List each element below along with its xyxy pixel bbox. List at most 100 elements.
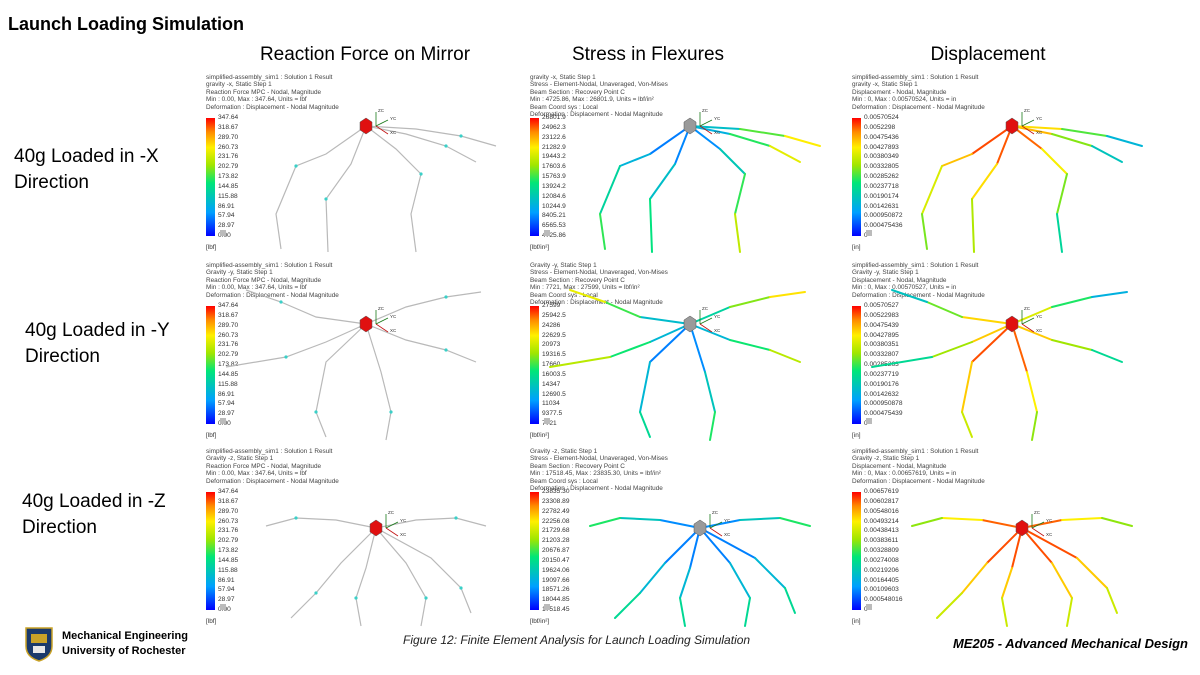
reaction-node-marker [314,591,318,595]
legend-tick-label: 202.79 [218,537,239,545]
flexure-beam-segment [699,527,756,559]
flexure-beam-segment [986,527,1023,564]
legend-tick-label: 231.76 [218,341,239,349]
view-triad-icon [220,418,226,424]
legend-tick-label: 28.97 [218,410,235,418]
legend-tick-label: 28.97 [218,222,235,230]
flexure-beam-segment [971,323,1013,343]
flexure-beam-segment [961,411,973,438]
legend-tick-label: 8405.21 [542,212,566,220]
panel-header-line: Min : 4725.86, Max : 26801.9, Units = lb… [530,96,654,104]
flexure-beam-segment [769,349,801,363]
legend-unit: [in] [852,618,861,625]
color-legend-bar [530,118,539,236]
coordinate-axis-label: XC [1036,328,1043,333]
legend-tick-label: 0.00438413 [864,527,899,535]
reaction-node-marker [444,348,448,352]
flexure-beam-segment [619,517,661,521]
flexure-beam-segment [891,289,928,303]
coordinate-axis-xc [1021,125,1035,135]
coordinate-axis-label: ZC [1034,510,1041,515]
flexure-beam-segment [1011,323,1053,341]
reaction-node-marker [459,134,463,138]
flexure-beam-segment [1091,349,1123,363]
panel-header-line: Reaction Force MPC - Nodal, Magnitude [206,462,322,470]
view-triad-icon [544,230,550,236]
legend-tick-label: 27599 [542,302,561,309]
flexure-beam [365,125,477,163]
coordinate-axis-label: XC [724,532,731,537]
coordinate-axis-xc [699,323,713,333]
legend-tick-label: 0.00328809 [864,547,899,554]
flexure-beam-segment [1056,173,1068,215]
row-label-y: 40g Loaded in -Y Direction [25,318,170,370]
column-header-reaction-force: Reaction Force on Mirror [259,44,471,65]
flexure-beam-segment [1001,567,1013,599]
flexure-beam-segment [754,557,786,589]
legend-tick-label: 0.00332805 [864,163,899,171]
legend-tick-label: 57.94 [218,586,235,594]
legend-tick-label: 14347 [542,380,561,388]
flexure-beam-segment [689,323,731,341]
legend-tick-label: 173.82 [218,361,239,368]
panel-header-line: simplified-assembly_sim1 : Solution 1 Re… [852,262,979,269]
legend-tick-label: 21203.28 [542,537,570,545]
flexure-beam-segment [1026,371,1038,413]
legend-tick-label: 0.00109603 [864,586,899,594]
reaction-node-marker [424,596,428,600]
legend-tick-label: 16003.5 [542,370,566,378]
coordinate-axis-label: YC [390,314,397,319]
flexure-beam-segment [689,125,741,130]
flexure-beam [365,125,422,253]
flexure-beam-segment [941,153,973,167]
flexure-beam [225,323,367,368]
mirror-block [359,117,373,135]
legend-tick-label: 20973 [542,341,561,349]
reaction-node-marker [444,144,448,148]
color-legend-bar [530,306,539,424]
coordinate-axis-xc [709,527,723,537]
panel-header-line: Stress - Element-Nodal, Unaveraged, Von-… [530,269,668,277]
flexure-beam-segment [709,411,716,441]
flexure-beam-segment [871,356,933,368]
mirror-block [359,315,373,333]
legend-tick-label: 260.73 [218,331,239,339]
legend-tick-label: 0.00427893 [864,143,899,151]
legend-tick-label: 12084.6 [542,192,566,200]
view-triad-icon [544,604,550,610]
reaction-node-marker [389,410,393,414]
coordinate-axis-label: ZC [378,108,385,113]
legend-tick-label: 22256.08 [542,517,570,525]
panel-header-line: Beam Coord sys : Local [530,291,598,299]
coordinate-axis-label: YC [1046,518,1053,523]
flexure-beam-segment [599,165,621,215]
flexure-beam-segment [1051,133,1093,147]
flexure-beam-segment [639,361,651,413]
flexure-beam-segment [699,519,741,529]
mirror-block [683,117,697,135]
flexure-beam-segment [729,133,771,147]
legend-tick-label: 0.00142632 [864,390,899,398]
flexure-beam-segment [911,517,943,527]
flexure-beam-segment [921,213,928,250]
flexure-beam-segment [649,198,653,253]
legend-tick-label: 26801.9 [542,114,566,121]
legend-tick-label: 10244.9 [542,202,566,210]
coordinate-axis-yc [385,521,399,529]
legend-tick-label: 21729.68 [542,527,570,535]
flexure-beam-segment [569,289,606,303]
flexure-beam-segment [971,323,1013,363]
legend-tick-label: 115.88 [218,566,238,574]
flexure-beam-segment [659,519,701,529]
panel-header-line: Beam Section : Recovery Point C [530,462,625,470]
course-label: ME205 - Advanced Mechanical Design [952,636,1188,651]
legend-tick-label: 0.00383611 [864,537,899,545]
reaction-node-marker [444,295,448,299]
coordinate-axis-label: XC [1046,532,1053,537]
legend-unit: [lbf/in²] [530,618,550,625]
legend-tick-label: 115.88 [218,380,238,388]
coordinate-axis-label: ZC [378,306,385,311]
flexure-beam-segment [609,341,651,358]
